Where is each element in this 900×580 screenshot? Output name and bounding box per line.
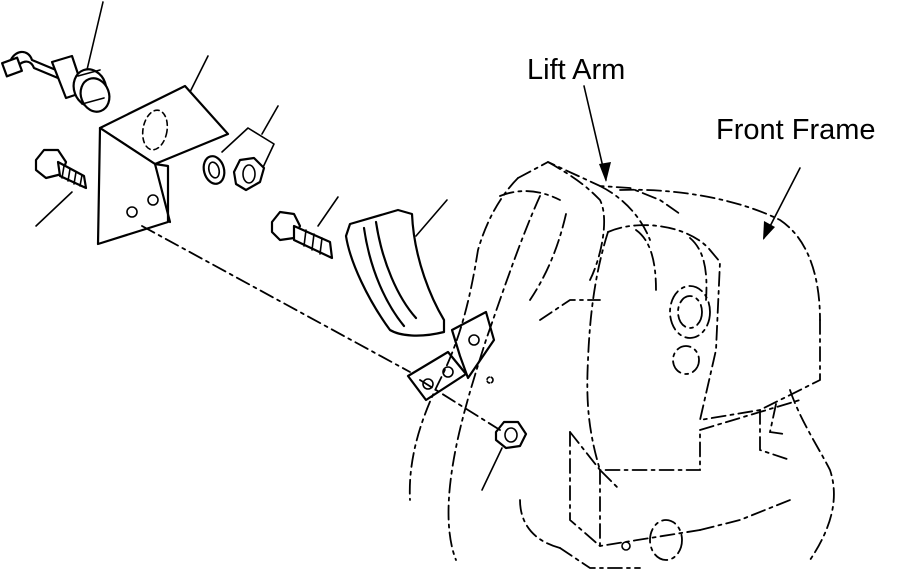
- cover-plate: [344, 208, 446, 337]
- leader-switch: [85, 1, 104, 75]
- lift-arm-arrowhead: [599, 162, 611, 182]
- bolt-left: [34, 148, 88, 190]
- leader-cover: [415, 199, 448, 237]
- bolt-center: [270, 210, 334, 260]
- alignment-lines: [141, 225, 501, 431]
- callout-leaders: [35, 1, 503, 491]
- lift-arm-outline: [408, 160, 681, 561]
- front-frame-outline: [519, 188, 835, 569]
- front-frame-arrowhead: [763, 221, 775, 240]
- label-front-frame: Front Frame: [716, 114, 876, 146]
- nut-bottom: [494, 420, 528, 450]
- label-arrows: [583, 85, 801, 240]
- leader-bolt-center: [317, 196, 339, 227]
- leader-bolt-left: [35, 191, 73, 227]
- mounting-bracket: [96, 84, 230, 246]
- label-lift-arm: Lift Arm: [527, 54, 625, 86]
- arm-mounting-tab: [406, 310, 496, 402]
- leader-washer-nut: [261, 105, 279, 135]
- proximity-switch: [0, 50, 111, 113]
- leader-nut-bottom: [481, 447, 503, 491]
- washer-and-nut: [202, 127, 275, 192]
